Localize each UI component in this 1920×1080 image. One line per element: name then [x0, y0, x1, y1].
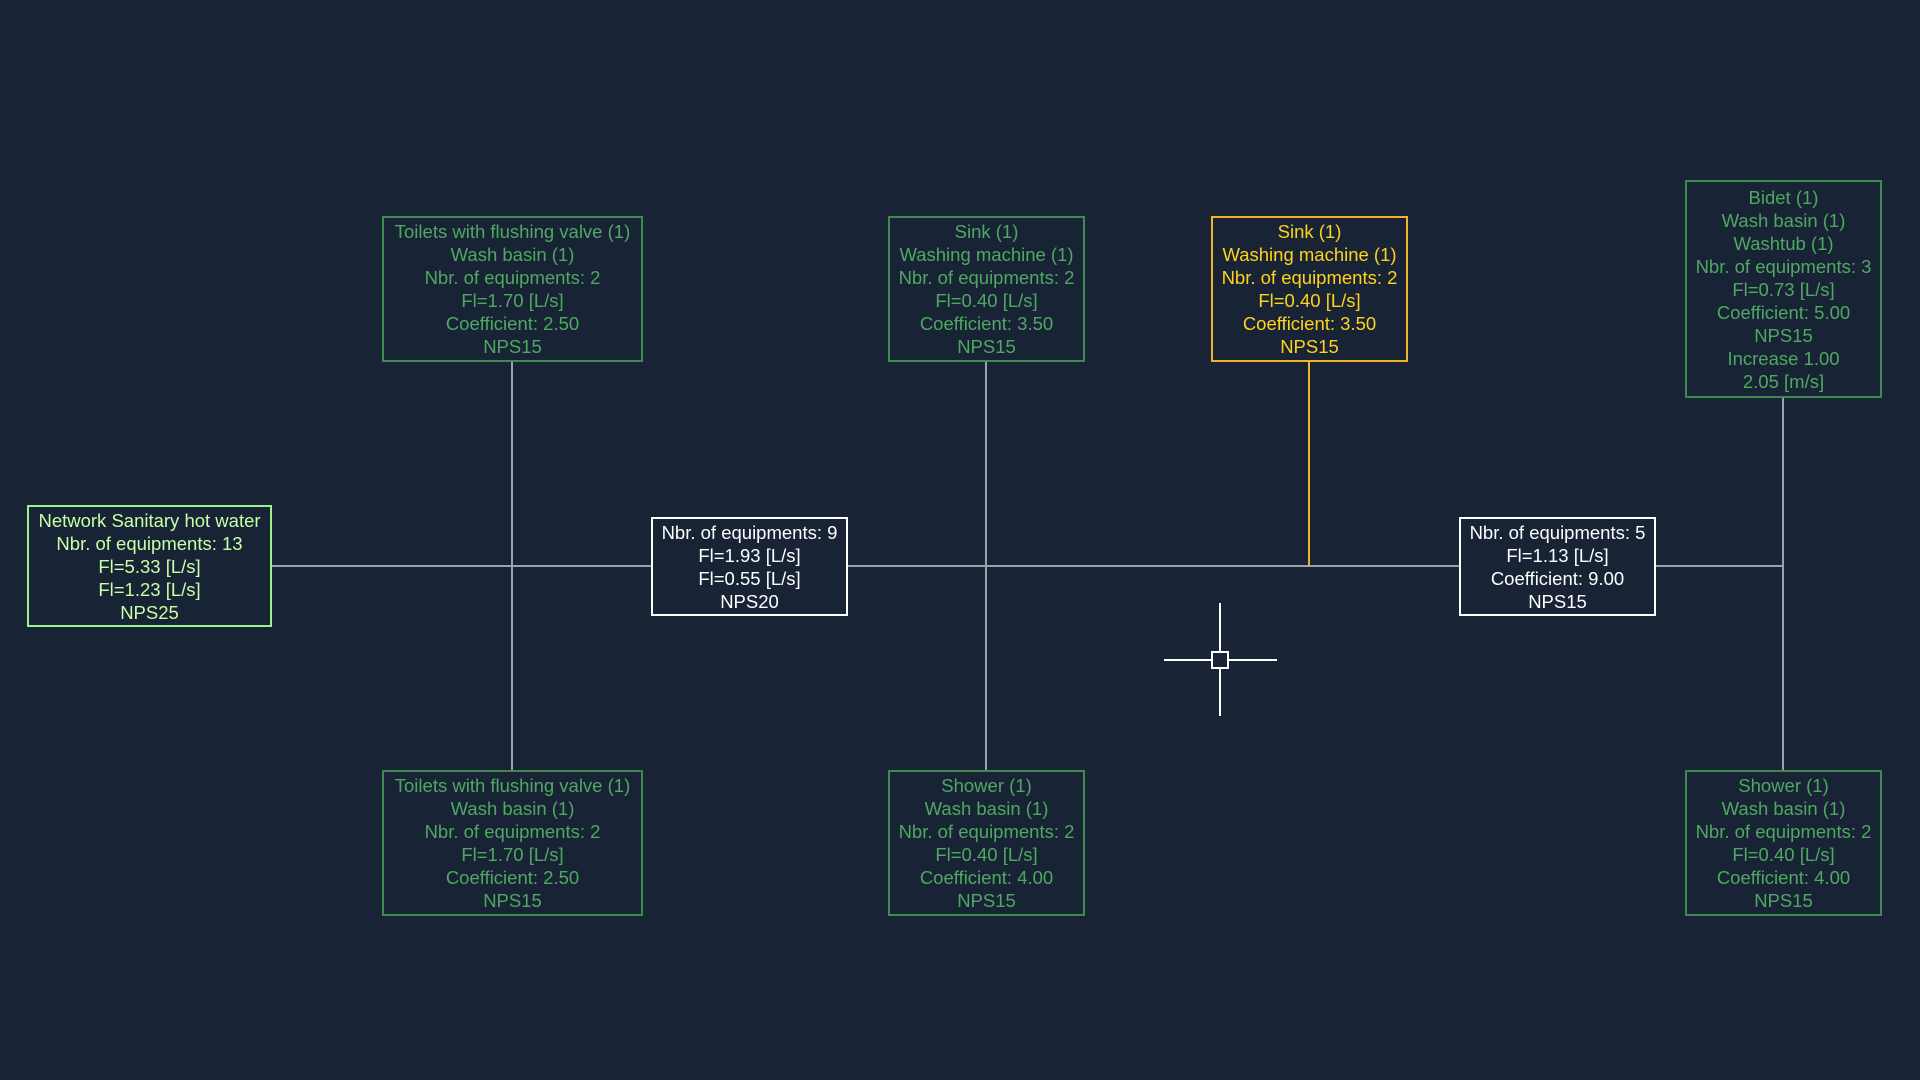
flow-value: Fl=0.40 [L/s]: [1732, 844, 1835, 865]
flow-value: Fl=0.40 [L/s]: [1258, 290, 1361, 311]
equipment-box-top-middle[interactable]: Sink (1) Washing machine (1) Nbr. of equ…: [888, 216, 1085, 362]
equipment-count: Nbr. of equipments: 2: [1221, 267, 1398, 288]
pipe-size: NPS15: [483, 890, 542, 911]
junction-node-box-2[interactable]: Nbr. of equipments: 5 Fl=1.13 [L/s] Coef…: [1459, 517, 1656, 616]
equipment-name: Bidet (1): [1748, 186, 1819, 208]
equipment-count: Nbr. of equipments: 2: [898, 267, 1075, 288]
equipment-count: Nbr. of equipments: 2: [424, 267, 601, 288]
coefficient-value: Coefficient: 5.00: [1716, 301, 1851, 323]
equipment-name: Wash basin (1): [924, 798, 1049, 819]
equipment-box-bottom-middle[interactable]: Shower (1) Wash basin (1) Nbr. of equipm…: [888, 770, 1085, 916]
equipment-name: Washing machine (1): [1222, 244, 1397, 265]
equipment-name: Toilets with flushing valve (1): [394, 221, 631, 242]
junction-node-box-1[interactable]: Nbr. of equipments: 9 Fl=1.93 [L/s] Fl=0…: [651, 517, 848, 616]
pipe-size: NPS20: [720, 590, 779, 612]
pipe-size: NPS15: [1754, 324, 1813, 346]
pipe-size: NPS25: [120, 601, 179, 623]
flow-value: Fl=5.33 [L/s]: [98, 555, 201, 577]
coefficient-value: Coefficient: 4.00: [919, 867, 1054, 888]
increase-value: Increase 1.00: [1727, 347, 1840, 369]
coefficient-value: Coefficient: 2.50: [445, 313, 580, 334]
flow-value: Fl=0.40 [L/s]: [935, 290, 1038, 311]
equipment-box-bottom-left[interactable]: Toilets with flushing valve (1) Wash bas…: [382, 770, 643, 916]
equipment-box-top-left[interactable]: Toilets with flushing valve (1) Wash bas…: [382, 216, 643, 362]
coefficient-value: Coefficient: 4.00: [1716, 867, 1851, 888]
pipe-size: NPS15: [957, 336, 1016, 357]
equipment-count: Nbr. of equipments: 2: [898, 821, 1075, 842]
pipe-size: NPS15: [957, 890, 1016, 911]
equipment-count: Nbr. of equipments: 5: [1469, 521, 1646, 543]
flow-value: Fl=1.93 [L/s]: [698, 544, 801, 566]
crosshair-cursor-icon: [1164, 603, 1277, 716]
flow-value: Fl=0.40 [L/s]: [935, 844, 1038, 865]
flow-value: Fl=1.23 [L/s]: [98, 578, 201, 600]
pipe-size: NPS15: [1280, 336, 1339, 357]
equipment-name: Toilets with flushing valve (1): [394, 775, 631, 796]
pipe-size: NPS15: [1528, 590, 1587, 612]
equipment-count: Nbr. of equipments: 13: [56, 532, 243, 554]
flow-value: Fl=1.13 [L/s]: [1506, 544, 1609, 566]
flow-value: Fl=0.55 [L/s]: [698, 567, 801, 589]
coefficient-value: Coefficient: 9.00: [1490, 567, 1625, 589]
equipment-name: Wash basin (1): [450, 244, 575, 265]
equipment-box-selected[interactable]: Sink (1) Washing machine (1) Nbr. of equ…: [1211, 216, 1408, 362]
equipment-name: Sink (1): [1277, 221, 1342, 242]
flow-value: Fl=1.70 [L/s]: [461, 290, 564, 311]
network-name: Network Sanitary hot water: [38, 509, 261, 531]
equipment-name: Wash basin (1): [1721, 798, 1846, 819]
coefficient-value: Coefficient: 3.50: [919, 313, 1054, 334]
equipment-name: Wash basin (1): [450, 798, 575, 819]
equipment-box-top-right[interactable]: Bidet (1) Wash basin (1) Washtub (1) Nbr…: [1685, 180, 1882, 398]
equipment-count: Nbr. of equipments: 9: [661, 521, 838, 543]
velocity-value: 2.05 [m/s]: [1742, 370, 1825, 392]
pipe-size: NPS15: [483, 336, 542, 357]
coefficient-value: Coefficient: 3.50: [1242, 313, 1377, 334]
flow-value: Fl=0.73 [L/s]: [1732, 278, 1835, 300]
equipment-name: Shower (1): [1738, 775, 1829, 796]
equipment-name: Sink (1): [954, 221, 1019, 242]
network-root-box[interactable]: Network Sanitary hot water Nbr. of equip…: [27, 505, 272, 627]
equipment-count: Nbr. of equipments: 2: [1695, 821, 1872, 842]
equipment-name: Washtub (1): [1733, 232, 1834, 254]
equipment-count: Nbr. of equipments: 2: [424, 821, 601, 842]
coefficient-value: Coefficient: 2.50: [445, 867, 580, 888]
equipment-name: Washing machine (1): [899, 244, 1074, 265]
equipment-box-bottom-right[interactable]: Shower (1) Wash basin (1) Nbr. of equipm…: [1685, 770, 1882, 916]
pipe-size: NPS15: [1754, 890, 1813, 911]
equipment-count: Nbr. of equipments: 3: [1695, 255, 1872, 277]
equipment-name: Wash basin (1): [1721, 209, 1846, 231]
flow-value: Fl=1.70 [L/s]: [461, 844, 564, 865]
equipment-name: Shower (1): [941, 775, 1032, 796]
